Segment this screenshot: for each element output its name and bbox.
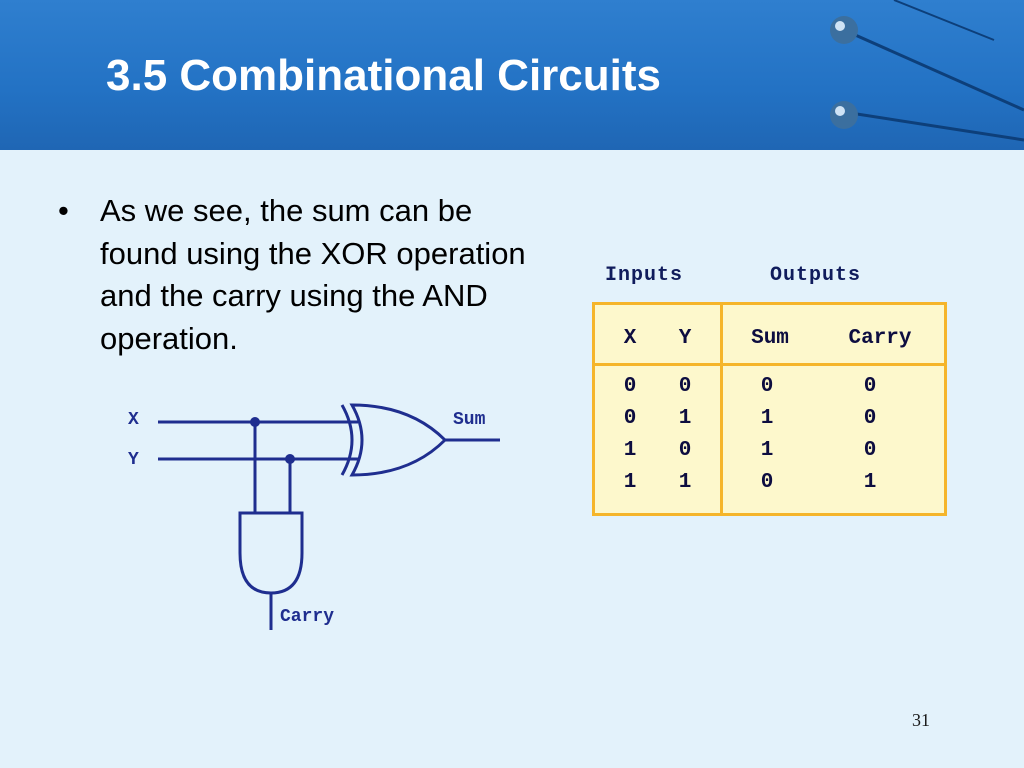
pushpin-decoration-icon xyxy=(830,0,1024,142)
column-header-x: X xyxy=(623,327,637,350)
bullet-text: As we see, the sum can be found using th… xyxy=(100,193,526,356)
table-cell: 0 xyxy=(863,375,877,398)
table-cell: 0 xyxy=(678,375,692,398)
table-cell: 1 xyxy=(678,407,692,430)
table-cell: 0 xyxy=(623,375,637,398)
column-header-y: Y xyxy=(678,327,692,350)
truth-table-group-headers: Inputs Outputs xyxy=(600,264,950,292)
half-adder-circuit: X Y Sum Carry xyxy=(120,395,520,640)
table-divider-horizontal xyxy=(595,363,944,366)
outputs-group-header: Outputs xyxy=(770,264,862,287)
table-cell: 1 xyxy=(623,471,637,494)
table-cell: 1 xyxy=(760,407,774,430)
input-x-label: X xyxy=(128,410,139,430)
sum-output-label: Sum xyxy=(453,410,486,430)
table-cell: 1 xyxy=(678,471,692,494)
table-cell: 1 xyxy=(863,471,877,494)
slide-header: 3.5 Combinational Circuits xyxy=(0,0,1024,150)
page-number: 31 xyxy=(912,710,930,730)
table-cell: 1 xyxy=(623,439,637,462)
xor-gate xyxy=(349,403,448,477)
column-header-carry: Carry xyxy=(848,327,912,350)
table-cell: 0 xyxy=(623,407,637,430)
table-cell: 0 xyxy=(863,407,877,430)
xor-gate-extra-curve xyxy=(340,404,354,476)
carry-output-label: Carry xyxy=(280,607,335,627)
input-y-label: Y xyxy=(128,450,139,470)
slide-title: 3.5 Combinational Circuits xyxy=(106,51,661,100)
column-header-sum: Sum xyxy=(751,327,789,350)
circuit-diagram xyxy=(158,403,500,630)
inputs-group-header: Inputs xyxy=(605,264,684,287)
and-gate xyxy=(238,511,304,595)
bullet-dot-icon: • xyxy=(58,193,69,228)
table-cell: 1 xyxy=(760,439,774,462)
table-cell: 0 xyxy=(760,375,774,398)
truth-table: X Y Sum Carry 0 0 0 0 0 1 1 0 1 0 1 0 1 … xyxy=(592,302,947,516)
table-cell: 0 xyxy=(760,471,774,494)
bullet-point: • As we see, the sum can be found using … xyxy=(58,190,538,360)
table-cell: 0 xyxy=(863,439,877,462)
table-divider-vertical xyxy=(720,305,723,513)
table-cell: 0 xyxy=(678,439,692,462)
